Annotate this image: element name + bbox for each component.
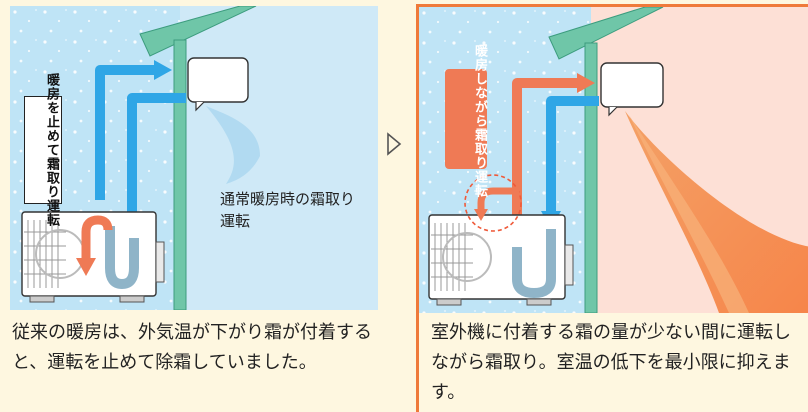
bypass-arrowhead [474,209,488,221]
reverse-flow-pipe [81,215,113,262]
stop-heating-label: 暖房を止めて霜取り運転 [24,73,62,227]
pipe-u-bend [512,229,556,299]
outdoor-foot-left [29,295,55,303]
pipe-u-bend [105,226,139,290]
triangle-right-icon [387,132,402,156]
roof [139,6,257,57]
heating-while-defrost-label: 暖房しながら霜取り運転 [445,44,487,198]
reverse-flow-arrowhead [76,258,96,276]
conventional-caption: 従来の暖房は、外気温が下がり霜が付着すると、運転を止めて除霜していました。 [12,322,372,373]
hot-pipe-arrowhead [577,73,595,93]
outdoor-foot-left [436,298,462,306]
outdoor-unit-side [564,244,574,286]
roof [548,7,664,60]
wall [584,42,598,313]
indoor-room [180,6,378,310]
new-defrost-illustration: 暖房しながら霜取り運転 [416,4,808,412]
new-caption: 室外機に付着する霜の量が少ない間に運転しながら霜取り。室温の低下を最小限に抑えま… [431,322,791,403]
outdoor-unit-side [155,241,165,283]
normal-defrost-note: 通常暖房時の霜取り運転 [220,190,356,230]
pipe-outer [95,65,160,200]
new-defrost-label-bg [445,69,487,169]
pipe-arrowhead-top [154,60,172,80]
outdoor-fan [442,232,492,282]
indoor-ac-unit [600,62,664,108]
outdoor-foot-right [526,298,552,306]
wall [173,39,187,310]
outdoor-foot-right [119,295,145,303]
indoor-ac-unit [187,57,249,103]
conventional-defrost-illustration: 暖房を止めて霜取り運転 [10,6,378,310]
ac-vent [195,101,205,112]
outdoor-unit-grille [431,223,473,291]
bypass-pipe [477,187,519,213]
ac-vent [608,106,618,117]
stop-heating-label-text: 暖房を止めて霜取り運転 [44,73,59,227]
defrost-highlight-circle [464,174,522,232]
heating-while-defrost-label-text: 暖房しながら霜取り運転 [472,44,487,198]
warm-airflow-highlight [629,115,749,313]
new-scene [419,7,808,313]
cold-pipe [546,96,599,217]
cold-airflow [206,106,260,184]
warm-airflow [625,111,808,313]
conventional-scene [10,6,378,310]
pipe-inner [127,93,186,226]
